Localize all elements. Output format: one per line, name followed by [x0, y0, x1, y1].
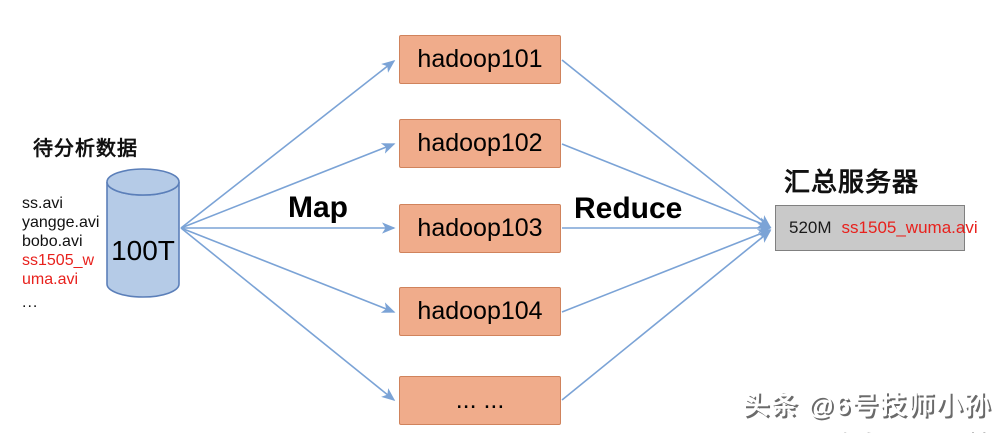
node-hadoop101: hadoop101 — [399, 35, 561, 84]
source-file-list: ss.avi yangge.avi bobo.avi ss1505_w uma.… — [22, 194, 99, 312]
file-item: uma.avi — [22, 271, 79, 288]
source-title: 待分析数据 — [33, 138, 138, 160]
node-hadoop103: hadoop103 — [399, 204, 561, 253]
node-hadoop102: hadoop102 — [399, 119, 561, 168]
node-ellipsis: ... ... — [399, 376, 561, 425]
result-size-label: 520M — [789, 218, 832, 237]
database-cylinder-icon — [106, 168, 180, 298]
result-file-label: ss1505_wuma.avi — [841, 218, 978, 237]
map-phase-label: Map — [288, 191, 348, 224]
node-hadoop104: hadoop104 — [399, 287, 561, 336]
file-item: ss1505_w — [22, 252, 95, 269]
file-item: ss.avi — [22, 195, 63, 212]
result-server-title: 汇总服务器 — [784, 167, 920, 197]
cylinder-size-label: 100T — [111, 235, 175, 266]
watermark-partial-text: 头条 @6号技师小孙 — [828, 424, 1000, 433]
watermark-text: 头条 @6号技师小孙 — [742, 390, 992, 420]
file-item: yangge.avi — [22, 214, 100, 231]
reduce-arrows — [561, 59, 772, 401]
file-item-ellipsis: ... — [22, 294, 39, 311]
file-item: bobo.avi — [22, 233, 83, 250]
map-arrows — [180, 60, 396, 402]
result-server-box: 520M ss1505_wuma.avi — [775, 205, 978, 251]
reduce-phase-label: Reduce — [574, 192, 683, 225]
